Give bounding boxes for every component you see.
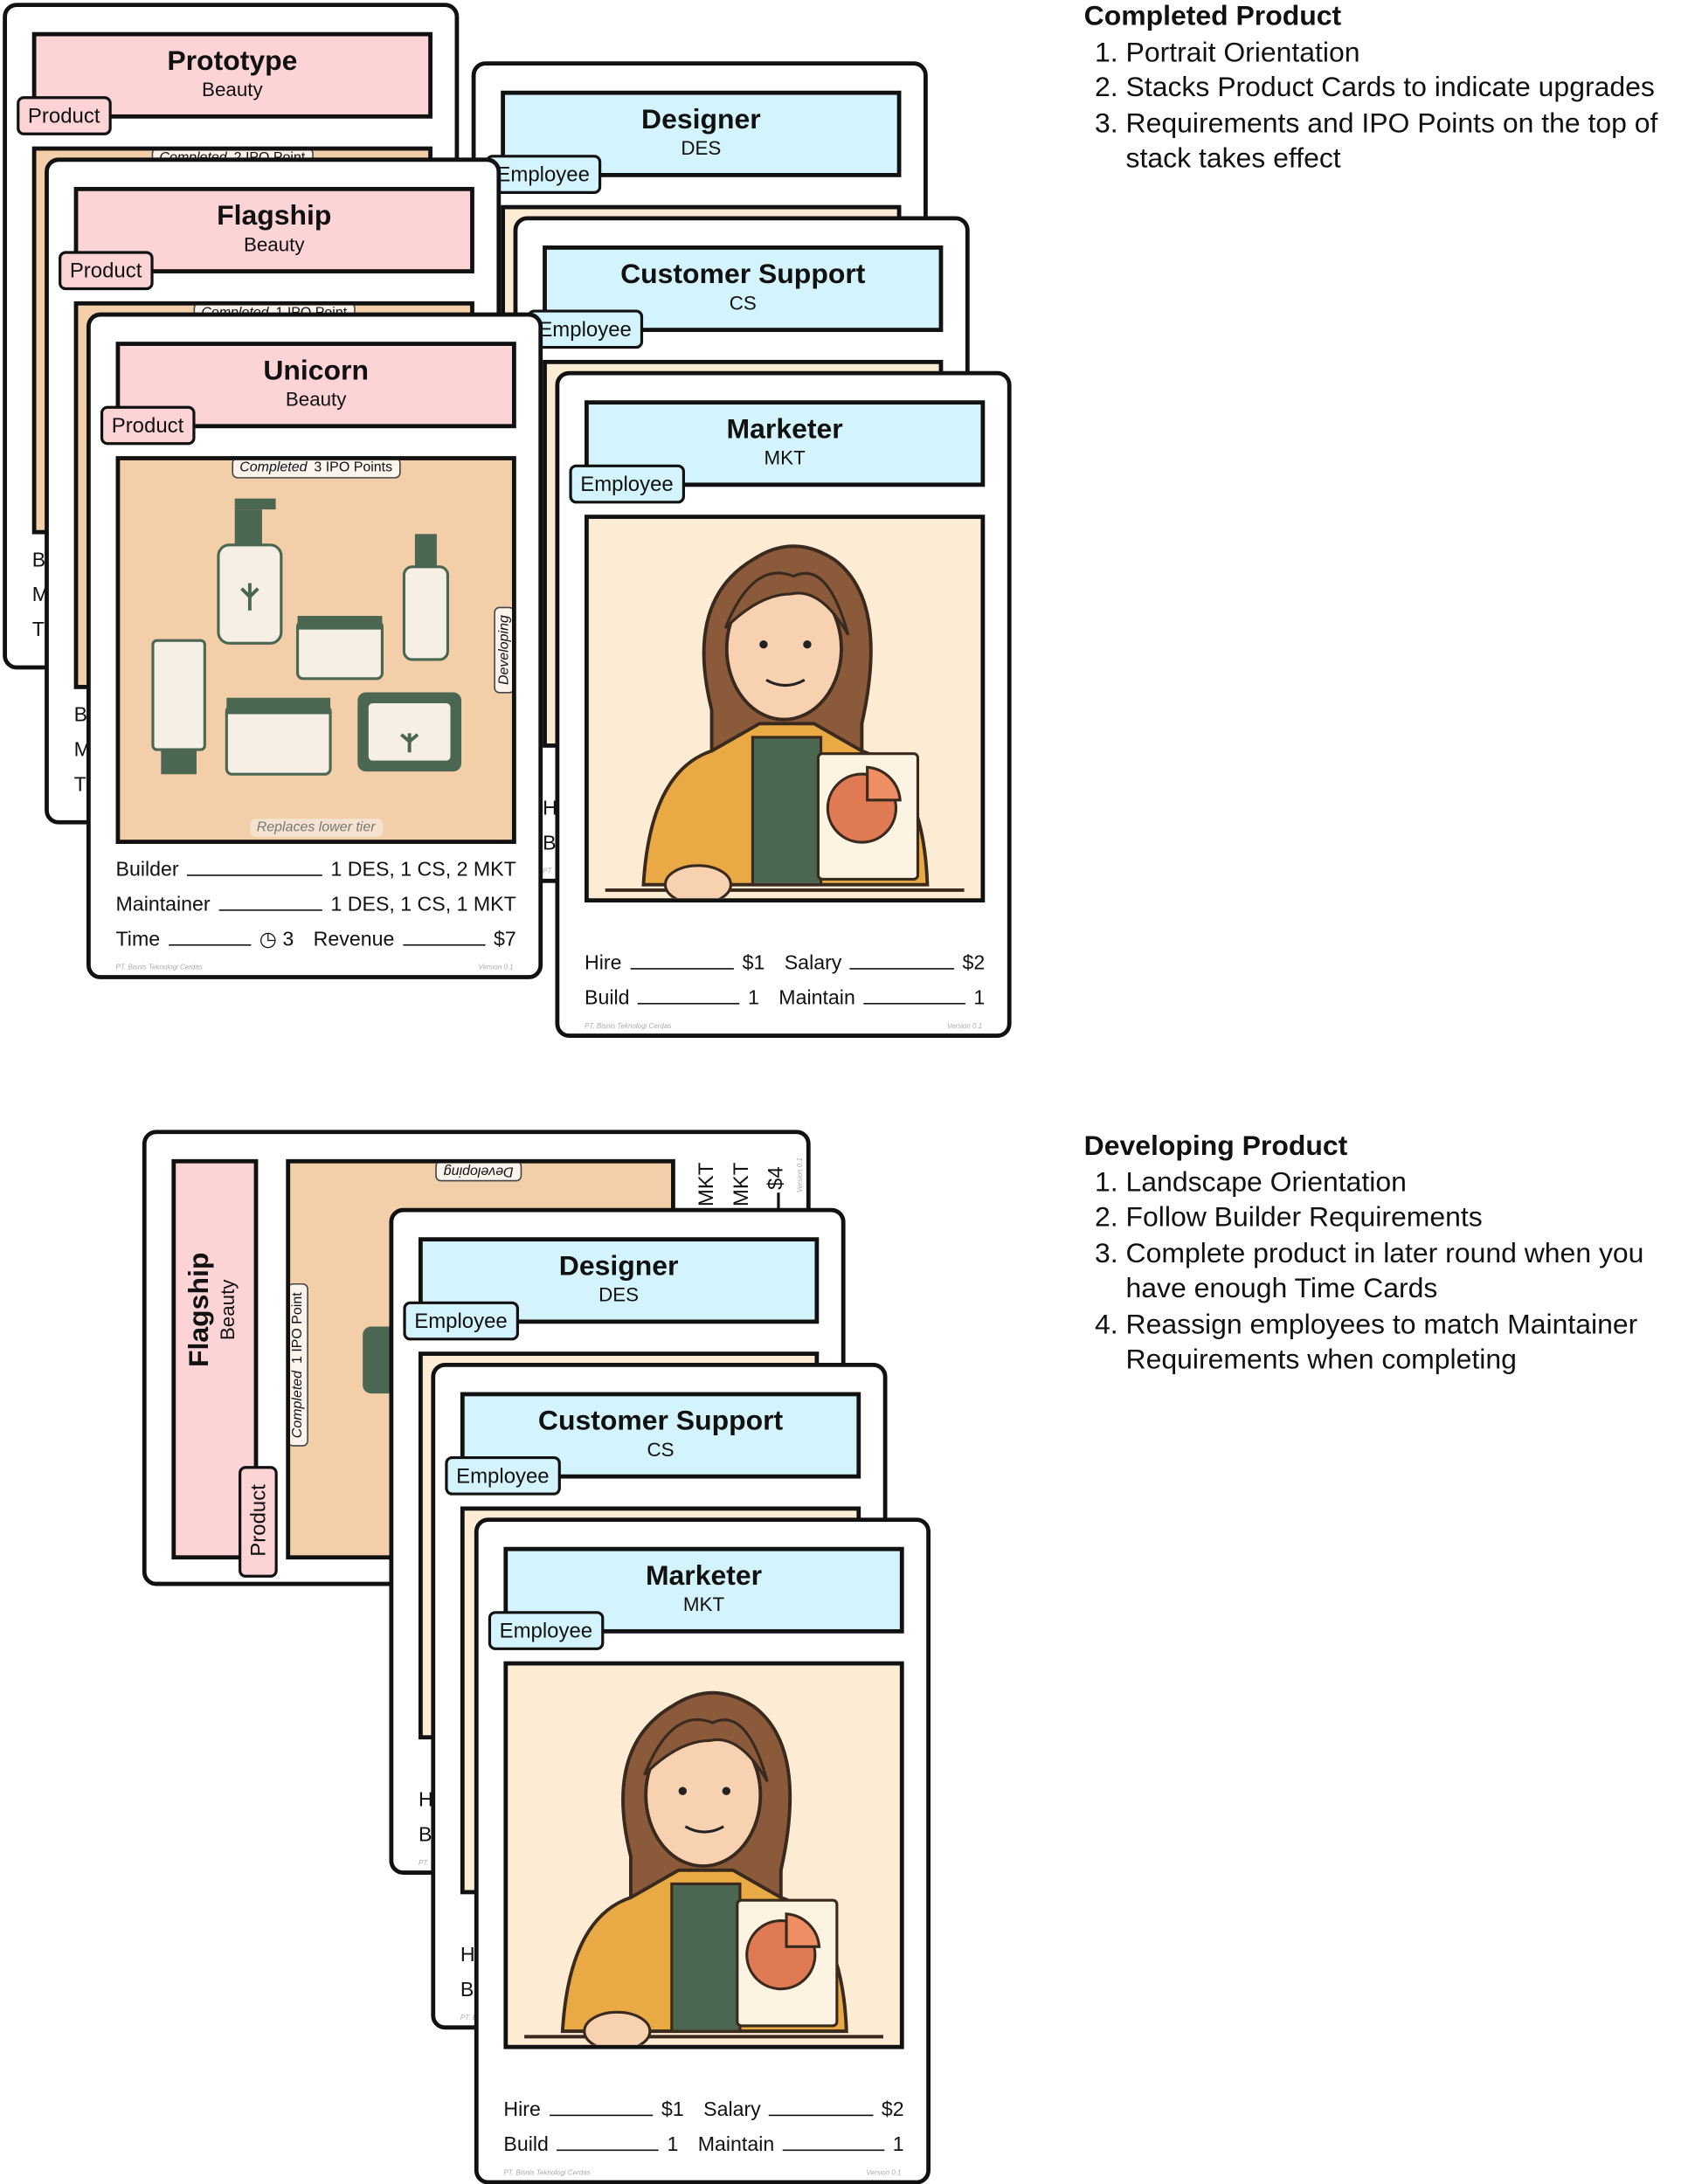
notes-item: Requirements and IPO Points on the top o… xyxy=(1126,107,1702,177)
card-title: Marketer xyxy=(726,414,843,446)
marketer-illustration xyxy=(605,544,965,899)
employee-tag: Employee xyxy=(485,155,601,194)
card-title: Flagship xyxy=(183,1252,215,1367)
company-name: PT. Bisnis Teknologi Cerdas xyxy=(585,1022,672,1031)
completed-label: Completed xyxy=(239,460,308,476)
product-tag: Product xyxy=(59,251,154,291)
card-title: Customer Support xyxy=(537,1406,784,1437)
strip-value: MKT xyxy=(695,1162,719,1207)
build-value: 1 xyxy=(667,2133,679,2157)
status-badge: Developing xyxy=(435,1163,522,1182)
role-code: MKT xyxy=(764,446,806,469)
builder-value: 1 DES, 1 CS, 2 MKT xyxy=(330,859,516,882)
salary-value: $2 xyxy=(962,952,986,976)
card-category: Beauty xyxy=(216,1279,239,1341)
maintainer-value: 1 DES, 1 CS, 1 MKT xyxy=(330,894,516,917)
role-code: DES xyxy=(681,136,722,160)
salary-value: $2 xyxy=(881,2099,904,2122)
status-badge: Developing xyxy=(494,606,512,694)
card-title: Designer xyxy=(641,104,761,135)
maintain-value: 1 xyxy=(973,987,986,1011)
card-title: Prototype xyxy=(167,45,298,77)
version-label: Version 0.1 xyxy=(946,1022,983,1031)
ipo-badge: Completed1 IPO Point xyxy=(290,1283,308,1447)
time-value: 3 xyxy=(282,929,294,951)
notes-title: Developing Product xyxy=(1083,1130,1348,1163)
hire-value: $1 xyxy=(742,952,765,976)
card-category: Beauty xyxy=(202,78,263,100)
employee-tag: Employee xyxy=(445,1455,561,1496)
product-tag: Product xyxy=(17,96,112,135)
employee-tag: Employee xyxy=(488,1611,604,1650)
role-code: MKT xyxy=(682,1593,725,1615)
card-footer: PT. Bisnis Teknologi Cerdas Version 0.1 xyxy=(585,1022,982,1031)
strip-value: MKT xyxy=(730,1162,754,1207)
version-label: Version 0.1 xyxy=(478,964,514,972)
clock-icon: ◷ xyxy=(259,929,278,951)
notes-item: Landscape Orientation xyxy=(1126,1165,1702,1201)
employee-tag: Employee xyxy=(527,309,643,349)
card-artwork xyxy=(585,515,986,903)
card-footer: PT. Bisnis Teknologi Cerdas Version 0.1 xyxy=(503,2169,901,2178)
card-title: Designer xyxy=(558,1251,679,1282)
card-artwork: Completed 3 IPO Points Developing Replace… xyxy=(115,456,516,845)
product-illustration xyxy=(151,498,462,776)
company-name: PT. Bisnis Teknologi Cerdas xyxy=(115,964,203,972)
card-footer: PT. Bisnis Teknologi Cerdas Version 0.1 xyxy=(116,964,514,972)
notes-item: Reassign employees to match Maintainer R… xyxy=(1126,1308,1702,1379)
card-category: Beauty xyxy=(285,387,347,411)
completed-section-notes: Completed Product Portrait OrientationSt… xyxy=(1084,0,1702,178)
developing-section-notes: Developing Product Landscape Orientation… xyxy=(1084,1130,1702,1379)
revenue-value: $7 xyxy=(494,929,516,951)
notes-item: Portrait Orientation xyxy=(1126,36,1702,72)
employee-tag: Employee xyxy=(403,1301,519,1341)
version-label: Version 0.1 xyxy=(796,1158,806,1193)
hire-value: $1 xyxy=(661,2099,684,2122)
role-code: DES xyxy=(598,1282,640,1306)
company-name: PT. Bisnis Teknologi Cerdas xyxy=(503,2168,591,2178)
role-code: CS xyxy=(729,291,757,314)
notes-item: Follow Builder Requirements xyxy=(1126,1201,1702,1237)
notes-item: Complete product in later round when you… xyxy=(1126,1236,1702,1307)
marketer-illustration xyxy=(524,1690,883,2045)
revenue-value: $4 xyxy=(764,1166,789,1190)
notes-title: Completed Product xyxy=(1083,1,1342,32)
ipo-badge: Completed 3 IPO Points xyxy=(231,460,401,479)
build-value: 1 xyxy=(748,987,759,1011)
ipo-points: 3 IPO Points xyxy=(314,460,393,476)
card-title: Unicorn xyxy=(263,356,369,387)
replaces-note: Replaces lower tier xyxy=(249,819,383,838)
card-artwork xyxy=(503,1661,904,2049)
version-label: Version 0.1 xyxy=(866,2168,902,2178)
role-code: CS xyxy=(647,1438,675,1461)
card-category: Beauty xyxy=(243,232,305,256)
maintain-value: 1 xyxy=(892,2133,904,2157)
card-title: Flagship xyxy=(217,200,332,232)
card-title: Marketer xyxy=(645,1560,763,1592)
card-title: Customer Support xyxy=(620,259,866,291)
employee-tag: Employee xyxy=(569,464,685,504)
product-tag: Product xyxy=(239,1466,278,1578)
product-tag: Product xyxy=(100,405,196,446)
notes-item: Stacks Product Cards to indicate upgrade… xyxy=(1126,71,1702,107)
